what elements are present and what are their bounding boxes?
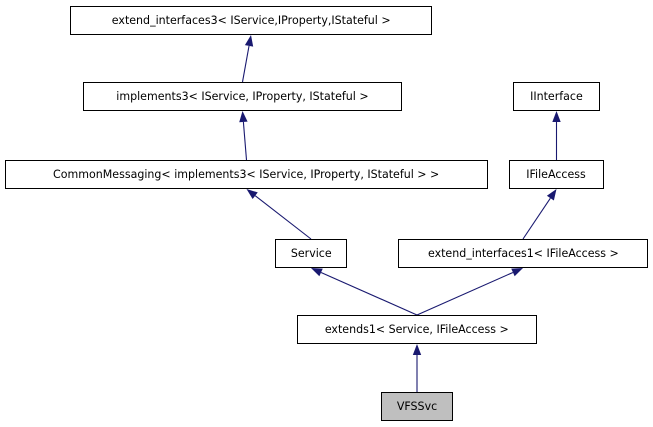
- edge-line: [416, 271, 514, 316]
- inheritance-edge: [241, 35, 254, 83]
- edge-arrowhead-icon: [244, 35, 254, 47]
- class-node-iinterface[interactable]: IInterface: [513, 82, 600, 111]
- class-node-label: CommonMessaging< implements3< IService, …: [53, 166, 440, 181]
- edge-line: [320, 271, 418, 316]
- class-node-implements3[interactable]: implements3< IService, IProperty, IState…: [83, 82, 402, 111]
- class-node-label: extend_interfaces3< IService,IProperty,I…: [111, 12, 391, 27]
- edge-arrowhead-icon: [511, 268, 523, 277]
- class-node-extend_interfaces3[interactable]: extend_interfaces3< IService,IProperty,I…: [70, 6, 432, 35]
- edge-line: [241, 45, 250, 83]
- class-node-label: implements3< IService, IProperty, IState…: [116, 88, 369, 103]
- edge-arrowhead-icon: [552, 111, 561, 122]
- inheritance-edge: [246, 189, 312, 240]
- class-node-vfssvc[interactable]: VFSSvc: [381, 392, 453, 421]
- class-node-label: VFSSvc: [396, 398, 438, 413]
- class-node-label: IFileAccess: [526, 166, 587, 181]
- edge-line: [242, 121, 248, 161]
- class-node-extend_interfaces1[interactable]: extend_interfaces1< IFileAccess >: [398, 239, 648, 268]
- class-node-service[interactable]: Service: [275, 239, 347, 268]
- class-node-label: extends1< Service, IFileAccess >: [325, 321, 509, 336]
- inheritance-edge: [552, 111, 561, 160]
- inheritance-edge: [522, 189, 557, 240]
- edge-arrowhead-icon: [546, 189, 557, 201]
- class-node-ifileaccess[interactable]: IFileAccess: [509, 160, 604, 189]
- edge-arrowhead-icon: [239, 111, 248, 123]
- edge-arrowhead-icon: [412, 344, 422, 355]
- edge-line: [254, 195, 312, 240]
- inheritance-edge: [416, 268, 523, 316]
- class-node-label: IInterface: [530, 88, 583, 103]
- edge-line: [522, 197, 551, 240]
- class-node-label: extend_interfaces1< IFileAccess >: [427, 245, 619, 260]
- edge-arrowhead-icon: [311, 268, 323, 277]
- inheritance-edge: [412, 344, 422, 392]
- edge-arrowhead-icon: [246, 189, 258, 200]
- inheritance-edge: [311, 268, 418, 316]
- class-node-commonmessaging[interactable]: CommonMessaging< implements3< IService, …: [5, 160, 488, 189]
- class-node-extends1[interactable]: extends1< Service, IFileAccess >: [297, 315, 537, 344]
- inheritance-edge: [239, 111, 248, 161]
- class-node-label: Service: [290, 245, 332, 260]
